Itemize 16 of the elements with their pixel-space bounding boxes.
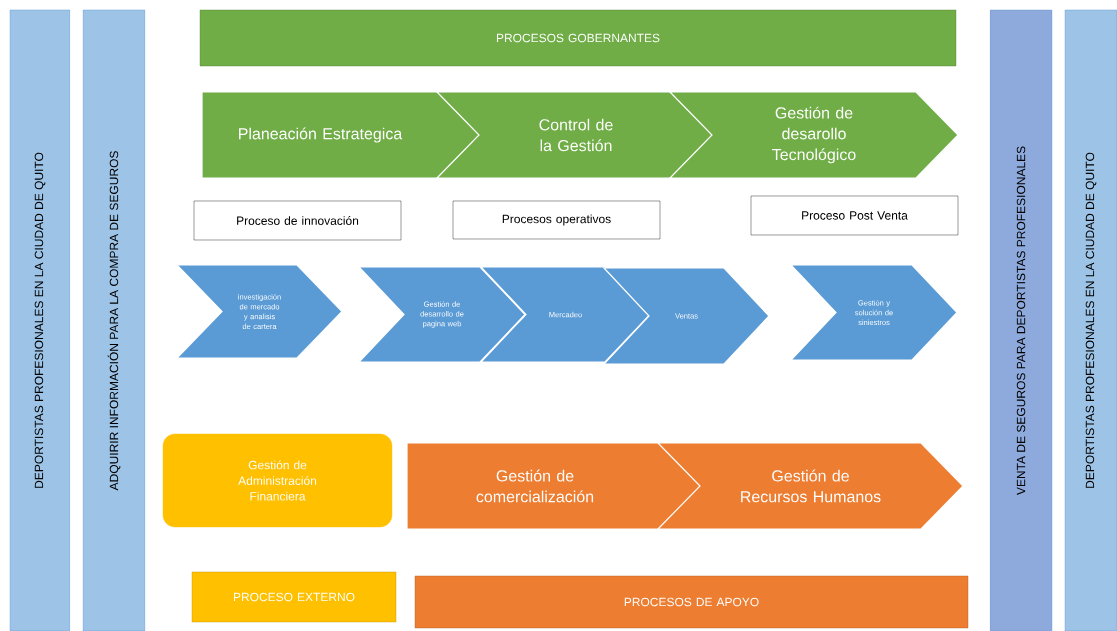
process-banner: PROCESOS DE APOYO — [414, 575, 969, 629]
process-step: Gestión de Recursos Humanos — [656, 442, 964, 530]
side-bar: DEPORTISTAS PROFESIONALES EN LA CIUDAD DE QUITO — [1064, 9, 1117, 631]
process-box: Gestión de Administración Financiera — [162, 433, 393, 528]
side-bar: DEPORTISTAS PROFESIONALES EN LA CIUDAD DE QUITO — [9, 9, 71, 631]
process-step: Gestión de comercialización — [406, 442, 706, 530]
category-box: Proceso Post Venta — [750, 195, 959, 236]
process-step: Planeación Estrategica — [201, 91, 481, 179]
process-banner: PROCESOS GOBERNANTES — [199, 9, 957, 67]
process-step: Control de la Gestión — [435, 91, 716, 179]
side-bar: VENTA DE SEGUROS PARA DEPORTISTAS PROFESIONALES — [989, 9, 1053, 631]
category-box: Proceso de innovación — [193, 200, 402, 241]
side-bar: ADQUIRIR INFORMACIÓN PARA LA COMPRA DE SEGUROS — [82, 9, 146, 631]
category-box: PROCESO EXTERNO — [191, 571, 397, 623]
process-step: Gestión de desarollo Tecnológico — [668, 91, 959, 179]
category-box: Procesos operativos — [452, 200, 661, 240]
